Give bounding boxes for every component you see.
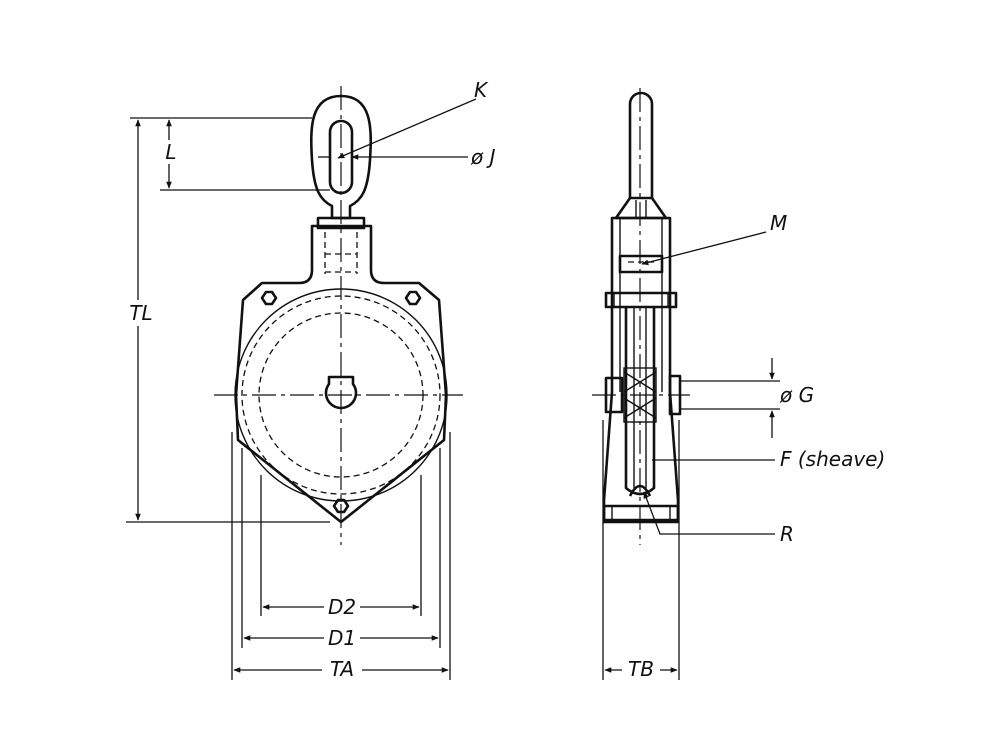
lower-cross-bolt: [602, 504, 680, 522]
side-plate-outline: [602, 216, 680, 524]
g-label: ø G: [779, 383, 814, 407]
front-dimensions: TL L K ø J D2 D1 TA: [126, 78, 496, 681]
tb-label-bg: [622, 657, 660, 681]
front-view: [214, 86, 463, 545]
d1-label-bg: [324, 626, 360, 650]
upper-cross-bolt: [604, 291, 678, 309]
bolt-top-left-icon: [260, 290, 278, 306]
sheave-outer-hidden-circle: [241, 295, 441, 495]
l-label: L: [165, 140, 176, 164]
bearing-hatch: [623, 367, 657, 423]
f-label: F (sheave): [780, 447, 885, 471]
ta-label-bg: [322, 657, 362, 681]
ta-label: TA: [330, 657, 354, 681]
top-block-m: [618, 254, 664, 274]
side-view: [592, 88, 690, 545]
d2-label: D2: [328, 595, 356, 619]
tl-label: TL: [129, 301, 152, 325]
axle-nut-left: [604, 376, 624, 414]
bolt-bottom-icon: [332, 498, 350, 514]
k-label: K: [474, 78, 489, 102]
housing-body: [234, 224, 448, 524]
r-label: R: [780, 522, 794, 546]
hook-taper: [614, 197, 668, 220]
hook-shank: [628, 91, 654, 200]
d1-label: D1: [328, 626, 356, 650]
swivel-eye-outer: [309, 94, 373, 220]
m-label: M: [770, 211, 787, 235]
bolt-top-right-icon: [404, 290, 422, 306]
sheave-side: [624, 308, 656, 496]
side-dimensions: M ø G F (sheave) R TB: [602, 211, 885, 681]
j-label: ø J: [470, 145, 496, 169]
m-leader-line: [641, 231, 767, 266]
sheave-groove-hidden-circle: [258, 312, 424, 478]
tl-label-bg: [126, 300, 156, 326]
axle-nut-right: [668, 374, 682, 416]
r-leader-line: [643, 491, 775, 535]
d2-label-bg: [324, 595, 360, 619]
axle-hole: [324, 375, 358, 410]
tb-label: TB: [628, 657, 654, 681]
l-label-bg: [160, 140, 180, 164]
k-leader-line: [337, 98, 477, 159]
